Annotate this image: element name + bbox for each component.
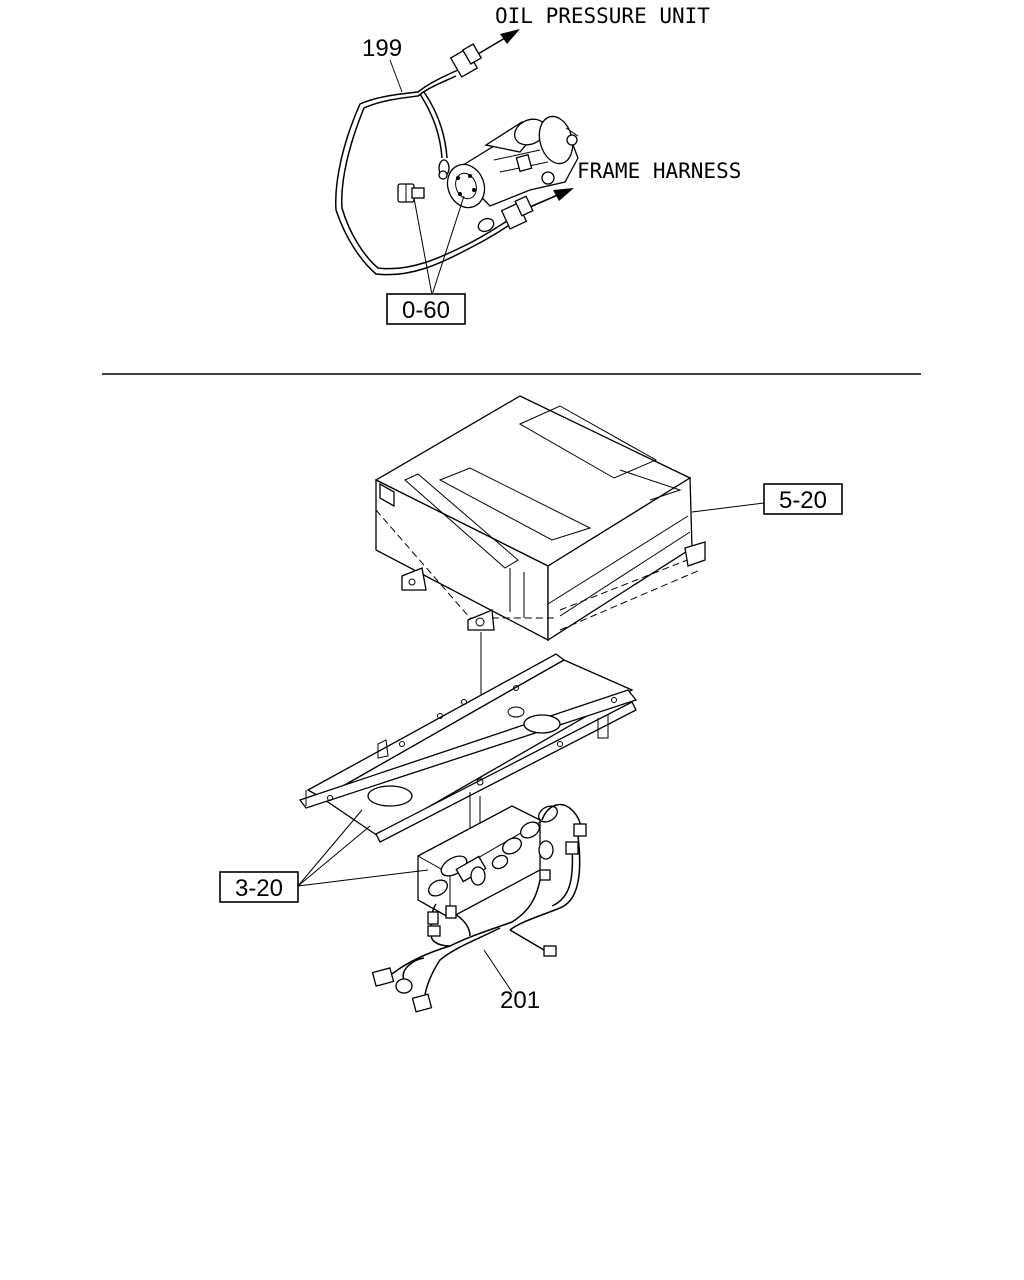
ref-box-5-20: 5-20	[763, 483, 843, 515]
ref-box-0-60: 0-60	[386, 195, 466, 325]
part-number-201: 201	[500, 987, 540, 1014]
mounting-bolt	[397, 183, 425, 203]
svg-text:0-60: 0-60	[402, 297, 450, 324]
valve-assembly	[417, 805, 558, 919]
svg-text:3-20: 3-20	[235, 875, 283, 902]
svg-text:5-20: 5-20	[779, 487, 827, 514]
module-cover	[374, 395, 706, 642]
part-number-199: 199	[362, 35, 402, 62]
leader-5-20	[691, 502, 765, 513]
frame-harness-label: FRAME HARNESS	[577, 159, 741, 183]
oil-pressure-unit-label: OIL PRESSURE UNIT	[495, 4, 710, 28]
leader-201	[483, 949, 513, 993]
starter-motor	[446, 115, 579, 209]
upper-assembly: OIL PRESSURE UNIT FRAME HARNESS 199	[334, 4, 741, 325]
harness-201	[371, 803, 587, 1013]
frame-harness-arrow	[529, 188, 574, 208]
harness-199	[334, 43, 534, 276]
lower-assembly: 5-20	[219, 395, 843, 1014]
ref-box-3-20: 3-20	[219, 809, 429, 903]
leader-199	[389, 59, 403, 93]
oil-pressure-arrow	[477, 29, 520, 55]
mounting-bracket	[298, 653, 638, 843]
